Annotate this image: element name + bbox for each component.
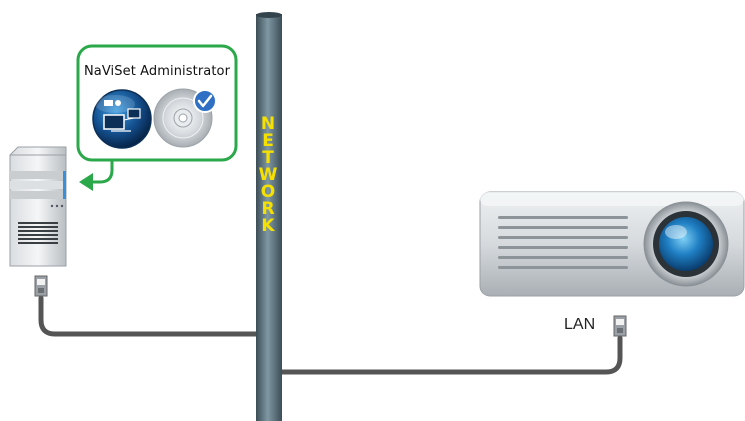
- network-label: N E T W O R K: [258, 116, 278, 235]
- rj45-plug-icon: [614, 316, 626, 336]
- network-letter: K: [261, 218, 274, 235]
- naviset-app-icon: [93, 90, 151, 148]
- network-pole-top: [256, 12, 282, 18]
- projector-icon: [480, 192, 744, 296]
- projector-cable: [274, 338, 620, 372]
- callout-arrowhead: [79, 173, 93, 191]
- rj45-plug-icon: [35, 276, 47, 296]
- callout-title: NaViSet Administrator: [78, 64, 236, 79]
- server-icon: [10, 147, 66, 266]
- lan-label: LAN: [564, 316, 595, 334]
- server-cable: [41, 298, 262, 334]
- callout-arrow: [90, 160, 112, 182]
